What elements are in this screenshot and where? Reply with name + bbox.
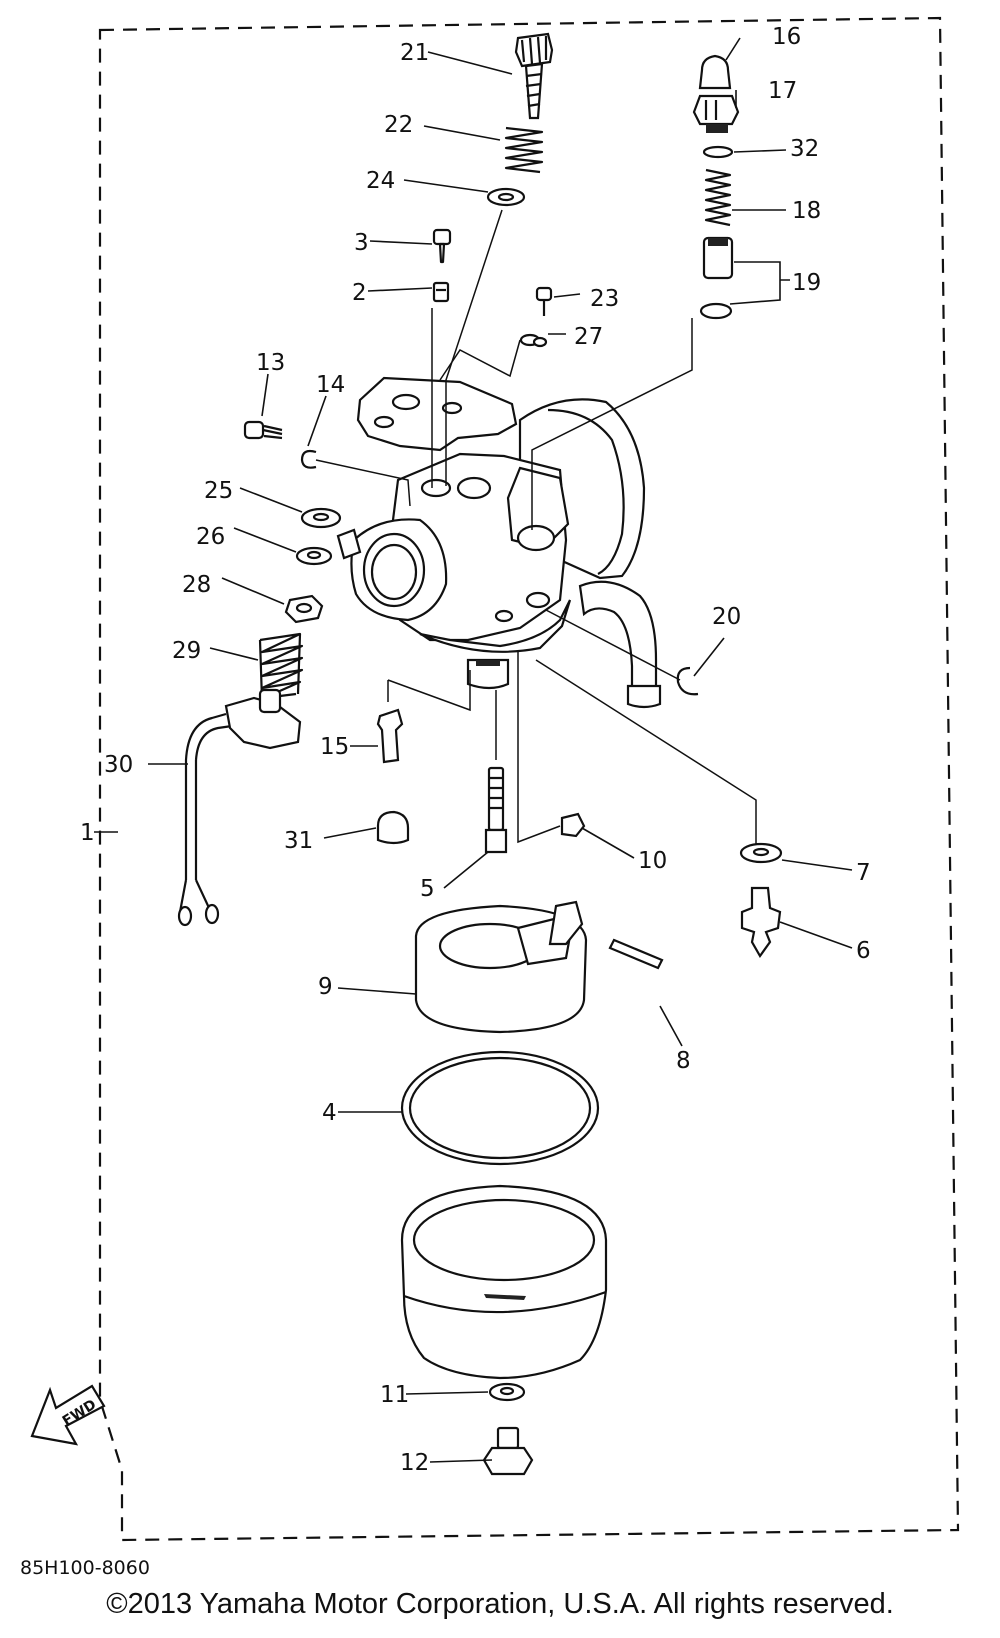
part-10-jet: [560, 812, 586, 838]
callout-15: 15: [320, 734, 349, 760]
callout-1: 1: [80, 820, 95, 846]
callout-3: 3: [354, 230, 369, 256]
float-bowl: [400, 1184, 608, 1380]
part-11-washer: [488, 1382, 526, 1402]
callout-21: 21: [400, 40, 429, 66]
callout-32: 32: [790, 136, 819, 162]
callout-9: 9: [318, 974, 333, 1000]
part-9-float: [414, 900, 588, 1034]
callout-25: 25: [204, 478, 233, 504]
callout-30: 30: [104, 752, 133, 778]
part-18-spring: [704, 168, 732, 227]
callout-31: 31: [284, 828, 313, 854]
callout-labels: 1 2 3 4 5 6 7 8 9 10 11 12 13 14 15 16 1…: [80, 24, 871, 1476]
part-15-needle-jet: [376, 708, 404, 764]
callout-2: 2: [352, 280, 367, 306]
carburetor-body: [336, 376, 662, 709]
callout-28: 28: [182, 572, 211, 598]
part-20-clip: [676, 666, 699, 696]
callout-29: 29: [172, 638, 201, 664]
leader-lines: [148, 37, 853, 1463]
part-12-drain-bolt: [482, 1426, 534, 1476]
callout-23: 23: [590, 286, 619, 312]
callout-27: 27: [574, 324, 603, 350]
callout-12: 12: [400, 1450, 429, 1476]
part-2-jet: [432, 281, 450, 303]
part-31-cap: [376, 810, 410, 845]
callout-5: 5: [420, 876, 435, 902]
part-30-choke-cable: [177, 688, 302, 927]
part-13-screw: [243, 420, 283, 440]
callout-11: 11: [380, 1382, 409, 1408]
callout-7: 7: [856, 860, 871, 886]
part-27-clip: [519, 333, 548, 348]
part-32-washer: [702, 145, 734, 159]
fwd-arrow-icon: FWD: [30, 1384, 106, 1446]
callout-4: 4: [322, 1100, 337, 1126]
part-14-clip: [300, 449, 317, 469]
callout-26: 26: [196, 524, 225, 550]
assembly-boundary: [98, 16, 960, 1542]
callout-20: 20: [712, 604, 741, 630]
copyright-notice: ©2013 Yamaha Motor Corporation, U.S.A. A…: [106, 1588, 894, 1620]
diagram-reference-code: 85H100-8060: [20, 1557, 150, 1579]
part-26-washer: [295, 546, 333, 566]
part-6-needle-valve: [740, 886, 782, 959]
part-8-pin: [608, 938, 664, 970]
callout-6: 6: [856, 938, 871, 964]
part-23-screw: [535, 286, 553, 316]
part-19-plunger: [699, 236, 734, 320]
part-3-screw: [432, 228, 452, 264]
assembly-lines: [315, 209, 757, 844]
callout-8: 8: [676, 1048, 691, 1074]
callout-14: 14: [316, 372, 345, 398]
part-7-washer: [739, 842, 783, 864]
callout-22: 22: [384, 112, 413, 138]
part-24-washer: [486, 187, 526, 207]
part-28-nut: [284, 594, 324, 624]
part-5-main-nozzle: [484, 766, 508, 854]
callout-19: 19: [792, 270, 821, 296]
callout-13: 13: [256, 350, 285, 376]
callout-18: 18: [792, 198, 821, 224]
callout-16: 16: [772, 24, 801, 50]
callout-17: 17: [768, 78, 797, 104]
callout-24: 24: [366, 168, 395, 194]
callout-10: 10: [638, 848, 667, 874]
part-22-spring: [504, 126, 544, 174]
part-25-washer: [300, 507, 342, 529]
part-17-plunger-nut: [692, 94, 740, 133]
part-16-cap: [698, 54, 732, 90]
part-21-throttle-screw: [514, 32, 554, 120]
part-4-gasket: [400, 1050, 600, 1166]
